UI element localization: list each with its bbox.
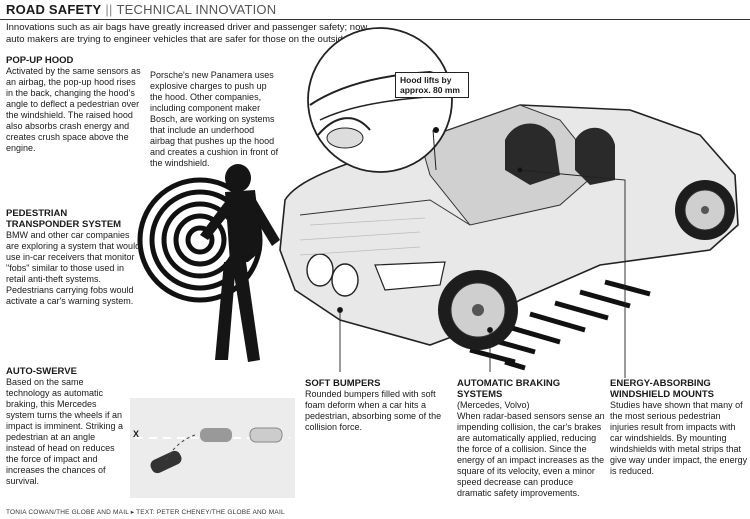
pedestrian-figure bbox=[200, 164, 280, 362]
title-main: ROAD SAFETY bbox=[6, 2, 102, 17]
section-windshield: ENERGY-ABSORBING WINDSHIELD MOUNTS Studi… bbox=[610, 378, 748, 477]
braking-heading: AUTOMATIC BRAKING SYSTEMS bbox=[457, 378, 561, 400]
popup-hood-heading: POP-UP HOOD bbox=[6, 55, 74, 66]
transponder-body: BMW and other car companies are explorin… bbox=[6, 230, 141, 306]
popup-hood-body: Activated by the same sensors as an airb… bbox=[6, 66, 141, 153]
section-braking: AUTOMATIC BRAKING SYSTEMS (Mercedes, Vol… bbox=[457, 378, 607, 499]
braking-sub: (Mercedes, Volvo) bbox=[457, 400, 530, 410]
title-separator: || bbox=[105, 2, 113, 17]
road-stripes bbox=[469, 279, 651, 371]
swerve-x-marker: X bbox=[133, 429, 140, 439]
section-transponder: PEDESTRIAN TRANSPONDER SYSTEM BMW and ot… bbox=[6, 208, 141, 307]
section-auto-swerve: AUTO-SWERVE Based on the same technology… bbox=[6, 366, 124, 487]
auto-swerve-body: Based on the same technology as automati… bbox=[6, 377, 124, 486]
leader-lines bbox=[337, 167, 626, 378]
hood-detail-circle bbox=[307, 27, 453, 173]
section-soft-bumpers: SOFT BUMPERS Rounded bumpers filled with… bbox=[305, 378, 455, 433]
hood-lift-callout: Hood lifts by approx. 80 mm bbox=[395, 72, 469, 98]
section-porsche: Porsche's new Panamera uses explosive ch… bbox=[150, 70, 280, 169]
title-subtitle: TECHNICAL INNOVATION bbox=[116, 2, 277, 17]
porsche-body: Porsche's new Panamera uses explosive ch… bbox=[150, 70, 279, 168]
auto-swerve-inset bbox=[130, 398, 295, 498]
credit-line: TONIA COWAN/THE GLOBE AND MAIL ▸ TEXT: P… bbox=[6, 509, 285, 516]
soft-bumpers-body: Rounded bumpers filled with soft foam de… bbox=[305, 389, 442, 432]
auto-swerve-heading: AUTO-SWERVE bbox=[6, 366, 77, 377]
braking-body: When radar-based sensors sense an impend… bbox=[457, 411, 605, 498]
page-title: ROAD SAFETY||TECHNICAL INNOVATION bbox=[6, 2, 276, 17]
windshield-body: Studies have shown that many of the most… bbox=[610, 400, 748, 476]
intro-text: Innovations such as air bags have greatl… bbox=[6, 22, 368, 45]
transponder-heading: PEDESTRIAN TRANSPONDER SYSTEM bbox=[6, 208, 122, 230]
windshield-heading: ENERGY-ABSORBING WINDSHIELD MOUNTS bbox=[610, 378, 714, 400]
soft-bumpers-heading: SOFT BUMPERS bbox=[305, 378, 381, 389]
header-rule bbox=[0, 19, 750, 20]
section-popup-hood: POP-UP HOOD Activated by the same sensor… bbox=[6, 55, 141, 154]
